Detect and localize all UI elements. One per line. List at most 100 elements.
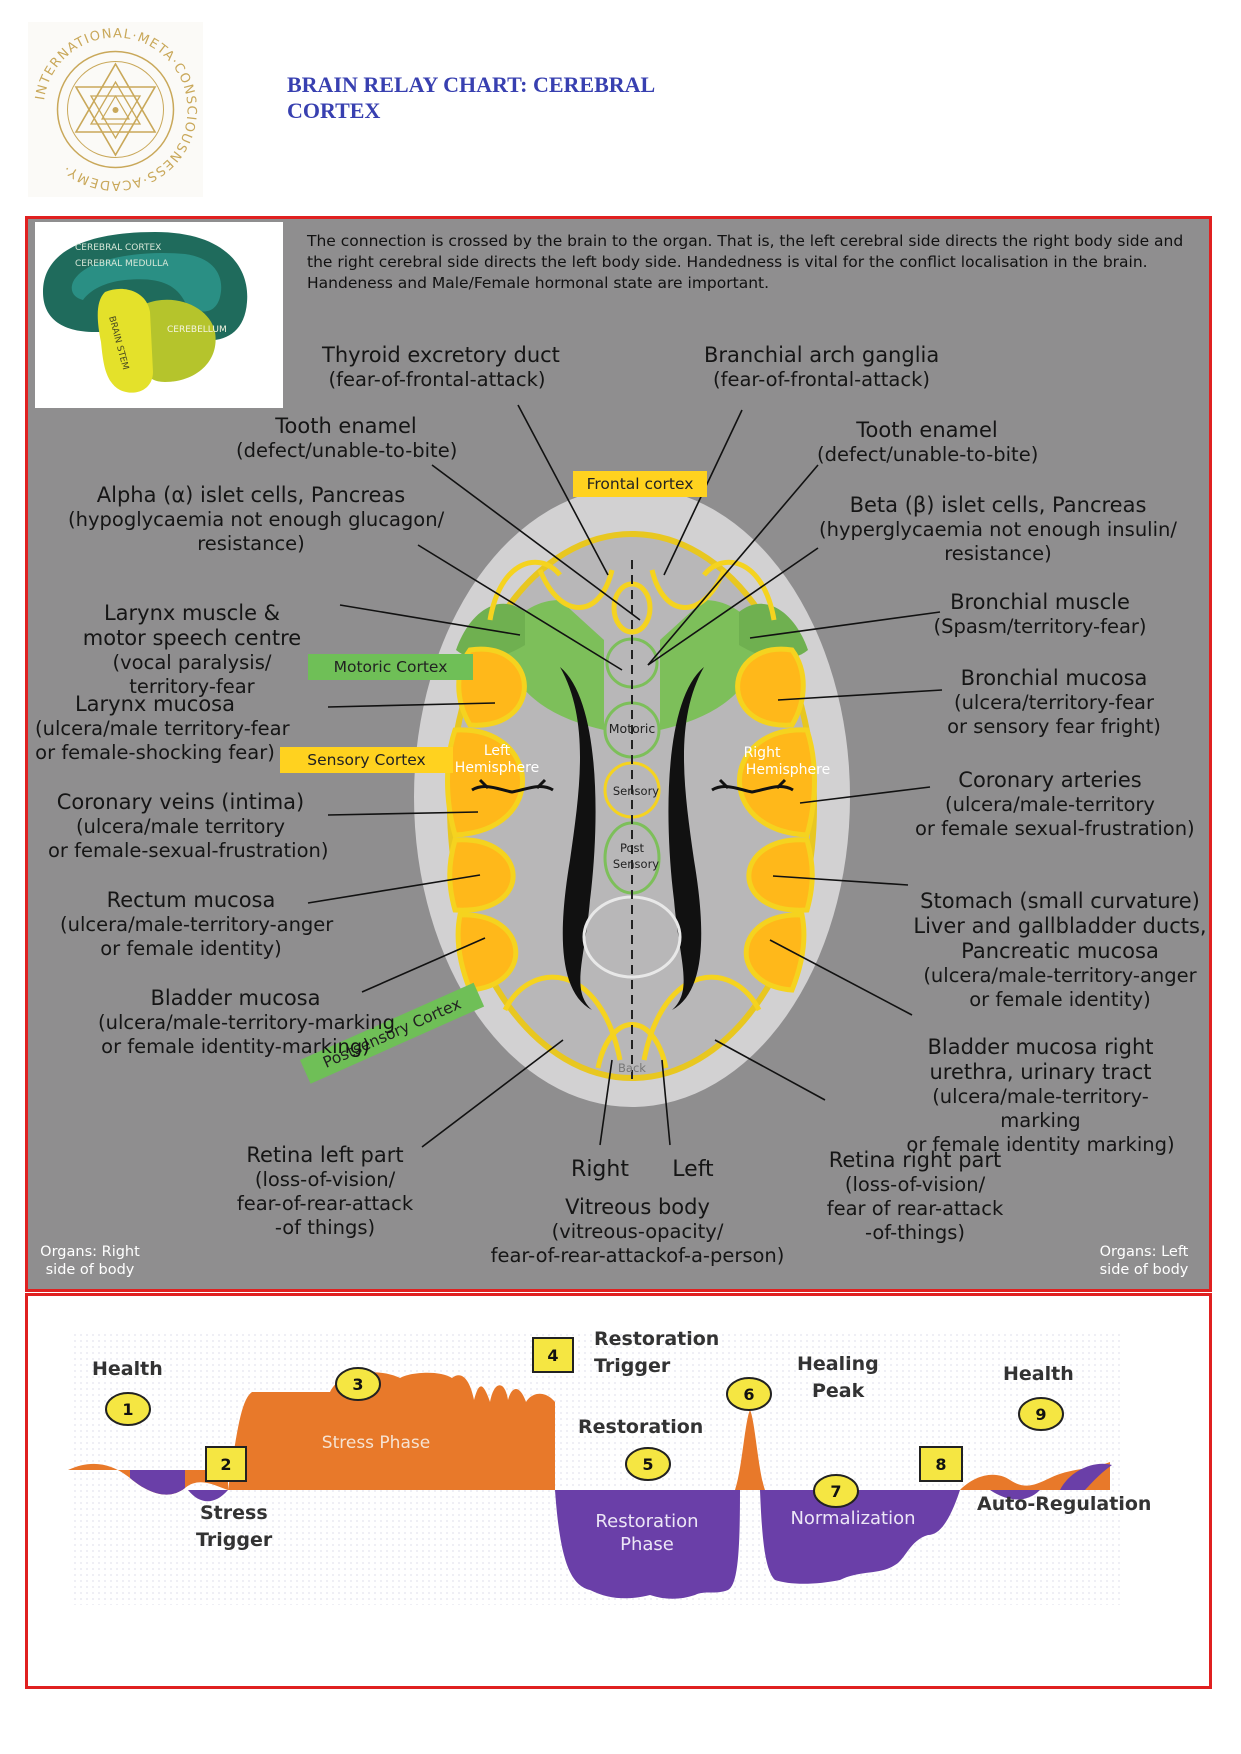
label-detail: or female sexual-frustration): [915, 817, 1195, 840]
healing-peak-label-1: Healing: [797, 1353, 879, 1375]
back-label: Back: [618, 1061, 646, 1075]
label-title: Bladder mucosa right urethra, urinary tr…: [927, 1035, 1154, 1084]
label-detail: (vocal paralysis/: [112, 651, 272, 674]
badge-number: 4: [547, 1346, 558, 1365]
label-retina-right-part: Retina right part(loss-of-vision/fear of…: [815, 1148, 1015, 1245]
inset-cerebellum-label: CEREBELLUM: [167, 325, 227, 335]
label-title: Retina left part: [246, 1143, 404, 1167]
label-title: Larynx muscle & motor speech centre: [82, 601, 302, 650]
label-detail: or female-shocking fear): [35, 741, 275, 764]
label-detail: or female identity): [100, 937, 282, 960]
label-title: Stomach (small curvature) Liver and gall…: [913, 889, 1207, 963]
label-detail: (Spasm/territory-fear): [933, 615, 1147, 638]
label-vitreous-body: Vitreous body(vitreous-opacity/fear-of-r…: [470, 1195, 805, 1268]
label-stomach-liver-pancreas: Stomach (small curvature) Liver and gall…: [910, 864, 1210, 1037]
corner-note-line: Organs: Left: [1099, 1244, 1189, 1260]
label-detail: or female identity marking): [906, 1133, 1175, 1156]
auto-regulation-label: Auto-Regulation: [977, 1493, 1151, 1515]
label-detail: (ulcera/male territory: [75, 815, 286, 838]
label-bladder-mucosa-right: Bladder mucosa right urethra, urinary tr…: [898, 1010, 1183, 1182]
label-detail: resistance): [197, 532, 305, 555]
label-title: Bladder mucosa: [150, 986, 321, 1010]
label-tooth-enamel-right: Tooth enamel(defect/unable-to-bite): [817, 418, 1039, 467]
label-title: Coronary arteries: [958, 768, 1142, 792]
label-detail: (fear-of-frontal-attack): [328, 368, 546, 391]
label-title: Bronchial mucosa: [960, 666, 1148, 690]
label-beta-islet-cells: Beta (β) islet cells, Pancreas(hyperglyc…: [818, 493, 1178, 566]
academy-logo: INTERNATIONAL·META·CONSCIOUSNESS·ACADEMY…: [28, 22, 203, 197]
label-title: Vitreous body: [565, 1195, 710, 1219]
badge-number: 7: [830, 1482, 841, 1501]
restoration-phase-label-1: Restoration: [595, 1511, 698, 1532]
badge-number: 3: [352, 1375, 363, 1394]
label-detail: (hyperglycaemia not enough insulin/: [819, 518, 1177, 541]
post-label: Post: [620, 841, 645, 855]
label-branchial-arch-ganglia: Branchial arch ganglia(fear-of-frontal-a…: [704, 343, 939, 392]
label-alpha-islet-cells: Alpha (α) islet cells, Pancreas(hypoglyc…: [68, 483, 445, 556]
label-detail: (defect/unable-to-bite): [817, 443, 1039, 466]
label-title: Beta (β) islet cells, Pancreas: [849, 493, 1147, 517]
label-detail: -of things): [274, 1216, 376, 1239]
label-detail: (ulcera/territory-fear: [953, 691, 1155, 714]
label-title: Coronary veins (intima): [56, 790, 305, 814]
phase-badge-1: 1: [105, 1392, 151, 1426]
label-detail: territory-fear: [129, 675, 255, 698]
label-detail: resistance): [944, 542, 1052, 565]
restoration-phase-label-2: Phase: [620, 1534, 674, 1555]
inset-cortex-label: CEREBRAL CORTEX: [75, 243, 161, 253]
badge-number: 8: [935, 1455, 946, 1474]
label-detail: -of-things): [864, 1221, 966, 1244]
corner-note-left: Organs: Right side of body: [36, 1243, 144, 1279]
label-detail: (defect/unable-to-bite): [236, 439, 458, 462]
frontal-cortex-tag: Frontal cortex: [573, 471, 707, 497]
label-larynx-mucosa: Larynx mucosa(ulcera/male territory-fear…: [35, 692, 290, 765]
phase-badge-5: 5: [625, 1447, 671, 1481]
badge-number: 9: [1035, 1405, 1046, 1424]
inset-medulla-label: CEREBRAL MEDULLA: [75, 259, 169, 269]
label-retina-left-part: Retina left part(loss-of-vision/fear-of-…: [225, 1143, 425, 1240]
stress-phase-label: Stress Phase: [322, 1433, 430, 1453]
label-detail: (ulcera/male-territory-marking: [98, 1011, 396, 1034]
label-detail: (ulcera/male-territory-anger: [923, 964, 1197, 987]
left-hemisphere-label-2: Hemisphere: [455, 760, 539, 776]
restoration-trigger-label-1: Restoration: [594, 1328, 719, 1350]
label-title: Thyroid excretory duct: [322, 343, 560, 367]
post-sensory-label: Sensory: [613, 857, 659, 871]
restoration-trigger-label-2: Trigger: [594, 1355, 671, 1377]
label-detail: (ulcera/male-territory-marking: [932, 1085, 1149, 1132]
label-detail: (loss-of-vision/: [844, 1173, 986, 1196]
label-title: Branchial arch ganglia: [704, 343, 940, 367]
label-title: Tooth enamel: [275, 414, 417, 438]
corner-note-line: side of body: [1099, 1262, 1189, 1278]
label-bladder-mucosa: Bladder mucosa(ulcera/male-territory-mar…: [98, 986, 396, 1059]
label-title: Bronchial muscle: [950, 590, 1130, 614]
corner-note-line: Organs: Right: [40, 1244, 140, 1260]
phase-badge-7: 7: [813, 1474, 859, 1508]
badge-number: 6: [743, 1385, 754, 1404]
sensory-cortex-tag: Sensory Cortex: [280, 747, 453, 773]
brain-inset-image: CEREBRAL CORTEX CEREBRAL MEDULLA BRAIN S…: [35, 222, 283, 408]
left-side-word: Left: [672, 1157, 714, 1182]
label-detail: or sensory fear fright): [947, 715, 1161, 738]
label-detail: (fear-of-frontal-attack): [713, 368, 930, 391]
label-title: Tooth enamel: [856, 418, 998, 442]
corner-note-right: Organs: Left side of body: [1088, 1243, 1200, 1279]
label-detail: (hypoglycaemia not enough glucagon/: [68, 508, 445, 531]
phase-badge-8: 8: [919, 1446, 963, 1482]
left-hemisphere-label-1: Left: [484, 743, 511, 759]
label-rectum-mucosa: Rectum mucosa(ulcera/male-territory-ange…: [60, 888, 333, 961]
page-title: BRAIN RELAY CHART: CEREBRAL CORTEX: [287, 72, 654, 123]
corner-note-line: side of body: [45, 1262, 135, 1278]
label-detail: (ulcera/male-territory: [945, 793, 1155, 816]
label-tooth-enamel-left: Tooth enamel(defect/unable-to-bite): [236, 414, 458, 463]
motoric-cortex-tag: Motoric Cortex: [308, 654, 473, 680]
label-title: Retina right part: [828, 1148, 1002, 1172]
right-hemisphere-label-2: Hemisphere: [746, 762, 830, 778]
badge-number: 1: [122, 1400, 133, 1419]
sensory-label: Sensory: [613, 784, 659, 798]
intro-paragraph: The connection is crossed by the brain t…: [307, 232, 1184, 292]
label-thyroid-excretory-duct: Thyroid excretory duct(fear-of-frontal-a…: [322, 343, 560, 392]
phase-badge-2: 2: [205, 1446, 247, 1482]
